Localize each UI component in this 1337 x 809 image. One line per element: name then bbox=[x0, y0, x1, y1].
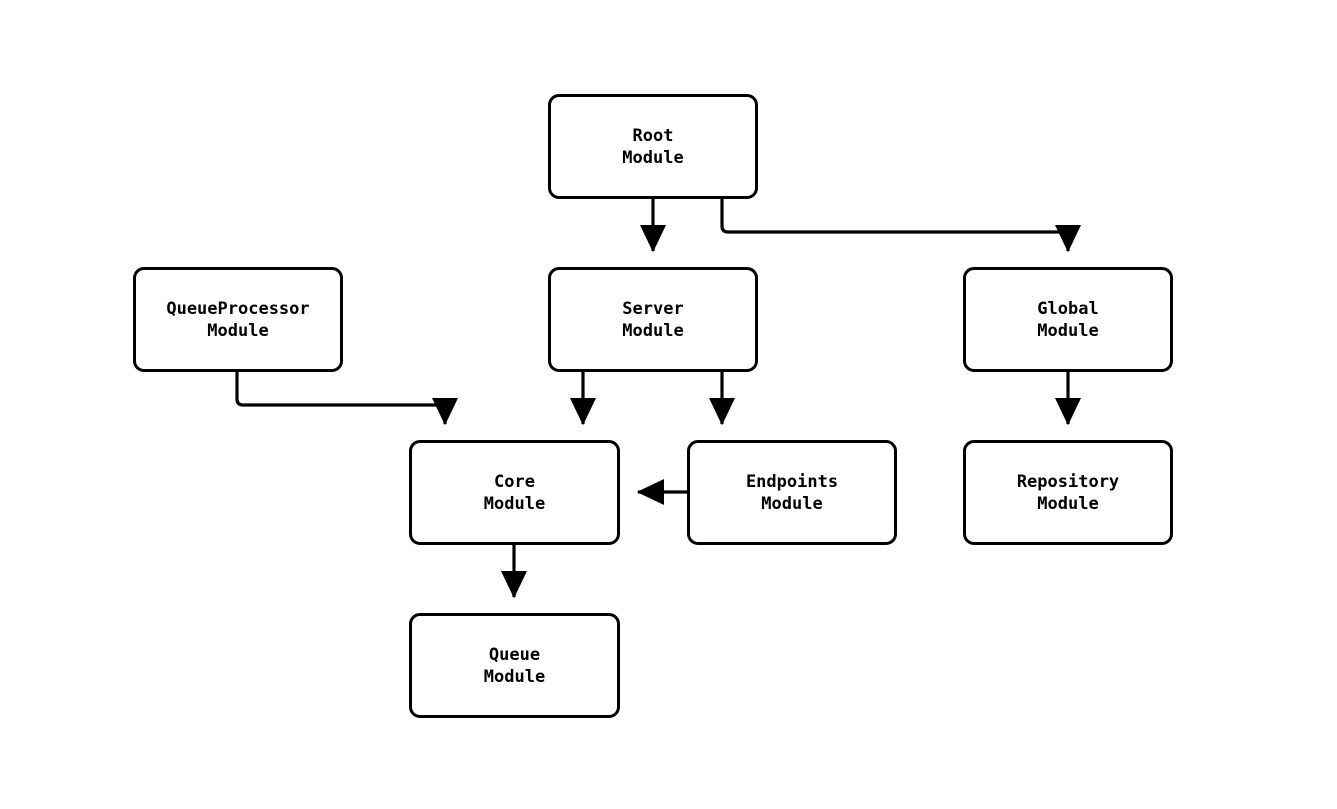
edge-queueprocessor-to-core bbox=[235, 372, 459, 426]
node-label-secondary: Module bbox=[761, 493, 823, 514]
edge-root-to-global bbox=[720, 199, 1082, 253]
node-label-secondary: Module bbox=[483, 493, 546, 514]
node-label-secondary: Module bbox=[483, 666, 546, 687]
node-label-secondary: Module bbox=[207, 320, 269, 341]
node-label-secondary: Module bbox=[622, 147, 684, 168]
node-label-primary: Queue bbox=[488, 644, 541, 665]
node-label-primary: Core bbox=[494, 471, 535, 492]
node-label-primary: Repository bbox=[1016, 471, 1120, 492]
node-label-primary: QueueProcessor bbox=[166, 298, 310, 319]
node-label-primary: Root bbox=[632, 125, 674, 146]
node-label-secondary: Module bbox=[1037, 493, 1099, 514]
node-label-secondary: Module bbox=[622, 320, 684, 341]
node-label-primary: Server bbox=[622, 298, 684, 319]
node-label-secondary: Module bbox=[1037, 320, 1099, 341]
node-label-primary: Endpoints bbox=[745, 471, 839, 492]
node-label-primary: Global bbox=[1037, 298, 1099, 319]
